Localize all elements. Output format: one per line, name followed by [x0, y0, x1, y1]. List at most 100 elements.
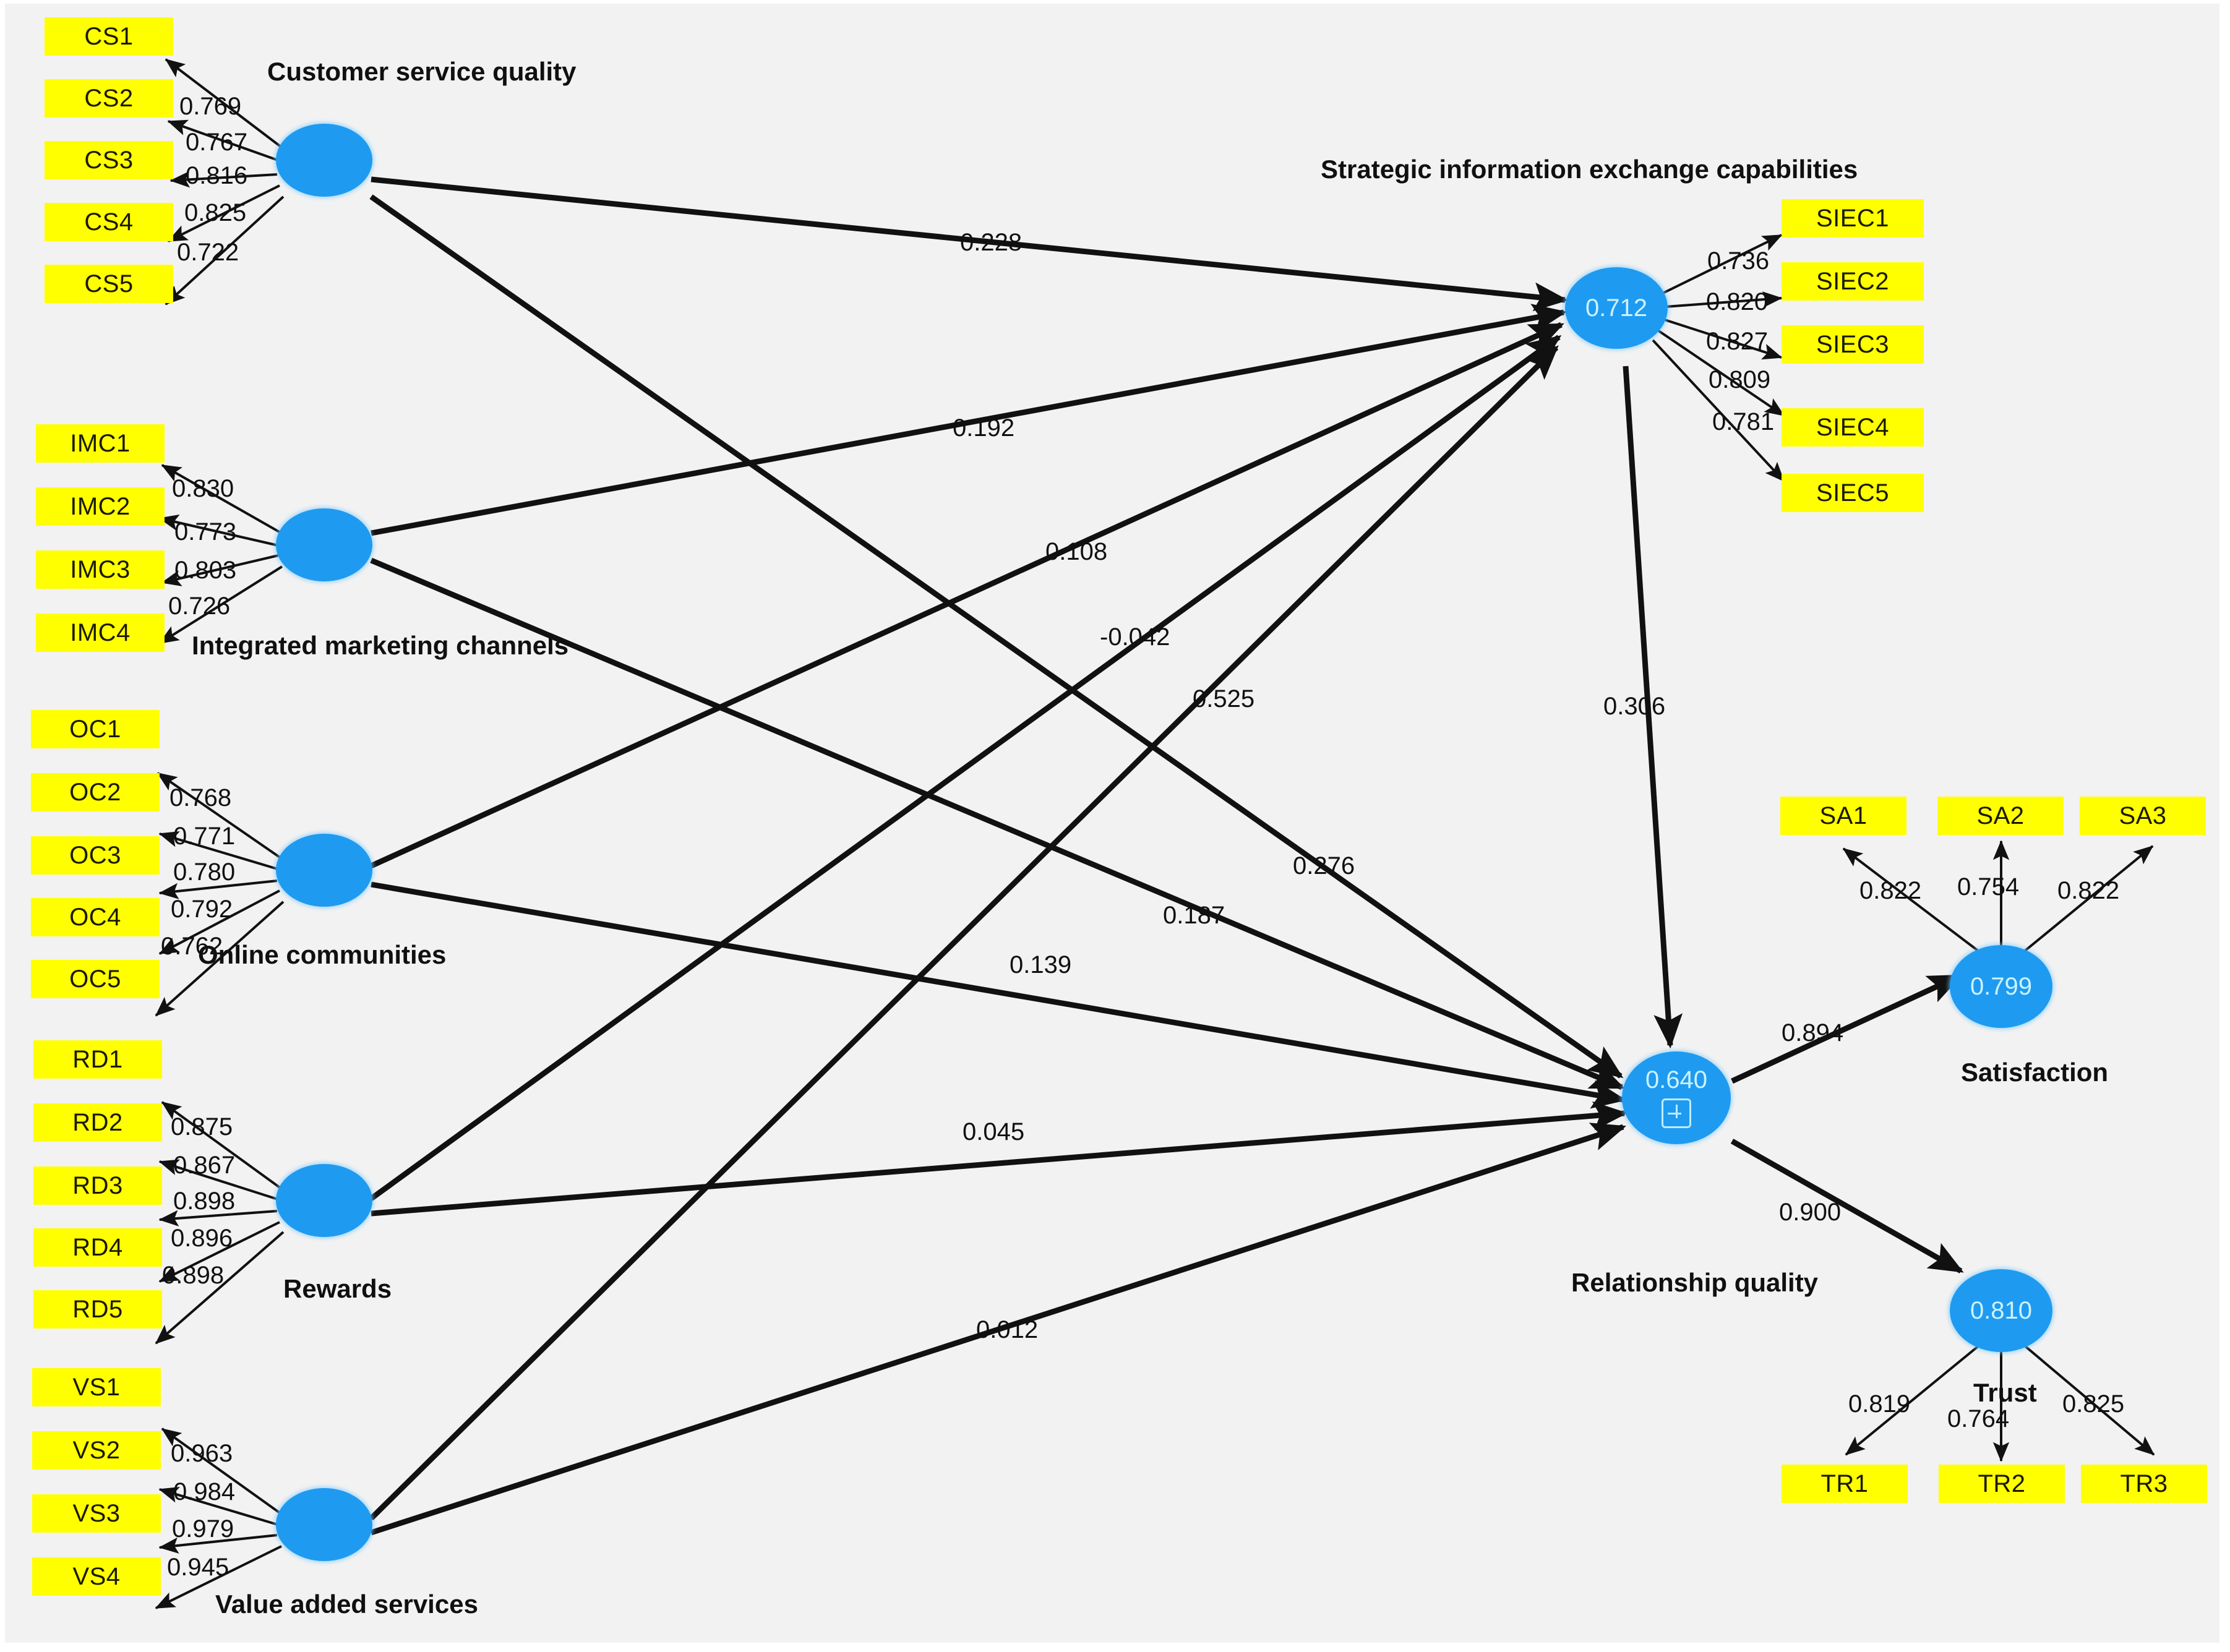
path-coefficient-label: 0.894 [1782, 1019, 1844, 1046]
indicator-label: TR1 [1820, 1470, 1869, 1497]
indicator-box[interactable]: OC4 [31, 898, 160, 936]
indicator-box[interactable]: CS2 [45, 79, 173, 118]
path-coefficient-label: 0.187 [1163, 902, 1225, 929]
loading-label: 0.945 [167, 1554, 229, 1581]
loading-label: 0.898 [162, 1262, 225, 1289]
indicator-label: SIEC5 [1816, 479, 1890, 507]
indicator-box[interactable]: RD1 [33, 1040, 162, 1079]
path-coefficient-label: 0.276 [1293, 852, 1355, 879]
indicator-label: CS5 [84, 270, 134, 297]
loading-label: 0.764 [1947, 1405, 2010, 1432]
indicator-box[interactable]: VS4 [32, 1557, 161, 1596]
indicator-box[interactable]: SIEC4 [1782, 408, 1924, 447]
indicator-box[interactable]: SIEC1 [1782, 199, 1924, 238]
loading-label: 0.809 [1709, 366, 1771, 393]
indicator-box[interactable]: VS2 [32, 1431, 161, 1470]
path-coefficient-label: 0.228 [960, 229, 1023, 256]
indicator-box[interactable]: OC1 [31, 710, 160, 748]
r2-value: 0.799 [1970, 973, 2033, 1000]
loading-label: 0.771 [173, 823, 236, 850]
indicator-box[interactable]: TR1 [1782, 1465, 1908, 1503]
indicator-label: RD3 [72, 1171, 123, 1199]
loading-label: 0.820 [1706, 288, 1769, 315]
loading-label: 0.792 [171, 896, 233, 923]
indicator-label: SA3 [2119, 802, 2167, 829]
indicator-box[interactable]: SIEC2 [1782, 262, 1924, 301]
path-siec-to-rq [1623, 366, 1683, 1049]
construct-node-relationship-quality[interactable]: 0.640 [1622, 1051, 1731, 1144]
indicator-label: SIEC2 [1816, 267, 1890, 295]
indicator-label: OC1 [69, 715, 121, 743]
indicator-box[interactable]: RD5 [33, 1290, 162, 1329]
construct-node-rewards[interactable] [276, 1164, 372, 1237]
construct-node-value-added-services[interactable] [276, 1488, 372, 1561]
indicator-box[interactable]: SIEC5 [1782, 474, 1924, 512]
construct-node-trust[interactable]: 0.810 [1950, 1269, 2052, 1352]
loading-label: 0.767 [186, 129, 248, 156]
construct-node-integrated-marketing-channels[interactable] [276, 508, 372, 581]
indicator-box[interactable]: OC5 [31, 960, 160, 998]
indicator-label: TR2 [1978, 1470, 2026, 1497]
loading-label: 0.726 [168, 593, 231, 620]
indicator-box[interactable]: TR2 [1939, 1465, 2065, 1503]
construct-node-strategic-information-exchange-capabilities[interactable]: 0.712 [1565, 267, 1668, 349]
indicator-box[interactable]: CS1 [45, 17, 173, 56]
construct-node-customer-service-quality[interactable] [276, 124, 372, 197]
indicator-box[interactable]: IMC4 [36, 614, 165, 652]
indicator-label: VS1 [72, 1373, 121, 1401]
measurement-arrows-cs [165, 58, 285, 306]
loading-label: 0.819 [1848, 1390, 1911, 1418]
indicator-box[interactable]: IMC2 [36, 487, 165, 526]
loading-label: 0.825 [2062, 1390, 2125, 1418]
indicator-label: IMC4 [70, 618, 131, 646]
indicator-label: SIEC4 [1816, 413, 1890, 441]
indicator-label: IMC1 [70, 429, 131, 457]
indicator-box[interactable]: CS4 [45, 203, 173, 241]
indicator-box[interactable]: SIEC3 [1782, 325, 1924, 364]
path-coefficient-label: 0.012 [976, 1316, 1039, 1343]
measurement-arrows-oc [155, 772, 285, 1017]
expand-plus-icon[interactable] [1662, 1098, 1691, 1128]
indicator-box[interactable]: RD3 [33, 1166, 162, 1205]
indicator-label: OC2 [69, 778, 121, 806]
loading-label: 0.781 [1712, 408, 1775, 435]
construct-node-satisfaction[interactable]: 0.799 [1950, 945, 2052, 1028]
indicator-box[interactable]: CS5 [45, 265, 173, 303]
indicator-box[interactable]: VS3 [32, 1494, 161, 1533]
indicator-box[interactable]: SA2 [1937, 797, 2064, 835]
indicator-box[interactable]: OC2 [31, 773, 160, 811]
indicator-label: OC3 [69, 841, 121, 869]
indicator-label: OC4 [69, 903, 121, 931]
indicator-box[interactable]: IMC1 [36, 424, 165, 463]
construct-label-integrated-marketing-channels: Integrated marketing channels [192, 631, 569, 660]
loading-label: 0.773 [174, 518, 237, 546]
indicator-box[interactable]: VS1 [32, 1368, 161, 1406]
indicator-label: SA2 [1976, 802, 2025, 829]
loading-label: 0.769 [179, 93, 242, 120]
loading-label: 0.803 [174, 557, 237, 584]
structural-paths-to-rq [369, 194, 1628, 1536]
indicator-box[interactable]: CS3 [45, 141, 173, 179]
indicator-box[interactable]: RD2 [33, 1103, 162, 1142]
path-coefficient-label: 0.139 [1010, 951, 1072, 978]
loading-label: 0.830 [172, 475, 234, 502]
indicator-box[interactable]: TR3 [2081, 1465, 2207, 1503]
path-rq-to-sa [1731, 973, 1963, 1084]
measurement-arrows-vs [155, 1427, 283, 1609]
indicator-box[interactable]: SA1 [1780, 797, 1906, 835]
path-coefficient-label: 0.045 [963, 1118, 1025, 1145]
indicator-box[interactable]: IMC3 [36, 550, 165, 589]
measurement-arrows-siec [1652, 234, 1785, 482]
indicator-box[interactable]: SA3 [2080, 797, 2206, 835]
indicator-box[interactable]: RD4 [33, 1228, 162, 1267]
indicator-box[interactable]: OC3 [31, 836, 160, 875]
path-coefficient-label: 0.525 [1193, 685, 1255, 713]
construct-node-online-communities[interactable] [276, 834, 372, 907]
indicator-label: IMC3 [70, 555, 131, 583]
indicator-label: VS3 [72, 1499, 121, 1527]
loading-label: 0.875 [171, 1113, 233, 1141]
measurement-arrows-imc [158, 464, 283, 644]
measurement-arrows-tr [1845, 1341, 2155, 1462]
construct-label-value-added-services: Value added services [215, 1590, 478, 1619]
